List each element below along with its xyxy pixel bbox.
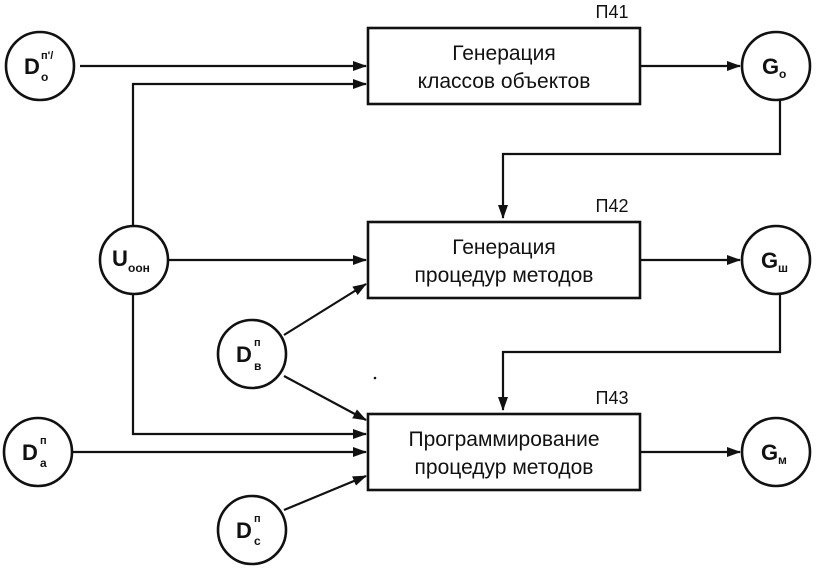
node-superscript: п — [254, 513, 261, 525]
node-subscript: c — [254, 534, 261, 548]
node-subscript: в — [254, 359, 261, 373]
edge-go-p42 — [498, 98, 782, 219]
process-tag: П42 — [596, 196, 629, 216]
edge-dc-p43 — [283, 474, 367, 512]
node-gm: G м — [740, 416, 812, 488]
process-title-line2: классов объектов — [418, 70, 591, 93]
node-superscript: п — [254, 337, 261, 349]
node-symbol: G — [761, 440, 778, 465]
node-symbol: G — [762, 54, 779, 79]
node-uoon: U оон — [98, 224, 170, 296]
edge-gsh-p43 — [498, 294, 782, 411]
node-do: D o п'/ — [4, 30, 76, 102]
node-circle — [740, 224, 812, 296]
node-circle — [216, 494, 288, 566]
node-superscript: п — [40, 435, 47, 447]
process-title-line1: Генерация — [452, 236, 555, 259]
node-symbol: U — [112, 246, 128, 271]
node-circle — [216, 318, 288, 390]
node-superscript: п'/ — [41, 50, 53, 62]
node-da: D a п — [2, 416, 74, 488]
connectors — [72, 61, 782, 512]
node-db: D в п — [216, 318, 288, 390]
node-dc: D c п — [216, 494, 288, 566]
node-gsh: G ш — [740, 224, 812, 296]
process-p41: П41 Генерация классов объектов — [366, 2, 642, 106]
stray-dot — [373, 376, 377, 380]
node-circle — [4, 30, 76, 102]
node-symbol: D — [236, 518, 252, 543]
edge-uoon-p41 — [131, 79, 367, 228]
process-p43: П43 Программирование процедур методов — [366, 388, 642, 492]
node-symbol: D — [236, 342, 252, 367]
node-symbol: D — [24, 54, 40, 79]
edge-db-p43 — [283, 375, 367, 421]
process-box — [366, 26, 642, 106]
process-title-line2: процедур методов — [415, 264, 594, 287]
node-symbol: D — [22, 440, 38, 465]
node-subscript: ш — [778, 261, 788, 275]
process-tag: П41 — [596, 2, 629, 22]
node-subscript: o — [41, 70, 48, 84]
node-circle — [2, 416, 74, 488]
process-p42: П42 Генерация процедур методов — [366, 196, 642, 300]
process-title-line1: Программирование — [408, 428, 599, 451]
node-circle — [740, 30, 812, 102]
node-circle — [740, 416, 812, 488]
node-subscript: м — [778, 453, 787, 467]
process-box — [366, 412, 642, 492]
node-circle — [98, 224, 170, 296]
node-subscript: a — [40, 456, 47, 470]
process-title-line1: Генерация — [452, 42, 555, 65]
node-subscript: o — [779, 67, 786, 81]
process-box — [366, 220, 642, 300]
edge-db-p42 — [283, 283, 367, 336]
node-symbol: G — [761, 248, 778, 273]
process-tag: П43 — [596, 388, 629, 408]
edge-uoon-p43 — [131, 292, 367, 439]
process-title-line2: процедур методов — [415, 456, 594, 479]
node-subscript: оон — [128, 261, 150, 275]
node-go: G o — [740, 30, 812, 102]
